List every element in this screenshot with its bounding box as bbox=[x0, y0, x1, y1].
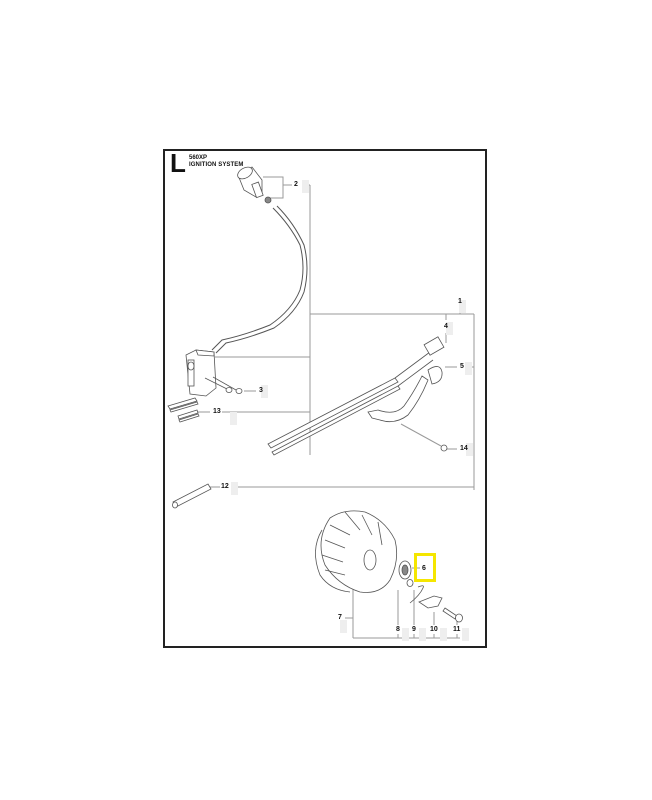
ignition-coil bbox=[185, 349, 217, 397]
callout-tab-11 bbox=[462, 628, 469, 641]
callout-tab-8 bbox=[402, 628, 409, 641]
diagram-title: IGNITION SYSTEM bbox=[189, 162, 244, 168]
callout-10[interactable]: 10 bbox=[430, 626, 438, 633]
callout-1[interactable]: 1 bbox=[458, 298, 462, 305]
callout-tab-1 bbox=[459, 300, 466, 313]
callout-8[interactable]: 8 bbox=[396, 626, 400, 633]
flywheel bbox=[315, 510, 398, 593]
callout-14[interactable]: 14 bbox=[460, 445, 468, 452]
callout-tab-3 bbox=[261, 385, 268, 398]
callout-11[interactable]: 11 bbox=[453, 626, 461, 633]
callout-3[interactable]: 3 bbox=[259, 387, 263, 394]
callout-tab-12 bbox=[231, 482, 238, 495]
callout-tab-2 bbox=[302, 180, 309, 193]
wiring-harness bbox=[267, 336, 445, 456]
callout-tab-5 bbox=[465, 362, 472, 375]
callout-5[interactable]: 5 bbox=[460, 363, 464, 370]
callout-9[interactable]: 9 bbox=[412, 626, 416, 633]
callout-13[interactable]: 13 bbox=[213, 408, 221, 415]
callout-tab-7 bbox=[340, 620, 347, 633]
spark-plug-cap bbox=[237, 166, 272, 204]
coil-screws bbox=[204, 376, 243, 394]
callout-4[interactable]: 4 bbox=[444, 323, 448, 330]
callout-tab-14 bbox=[466, 443, 473, 456]
callout-tab-4 bbox=[446, 322, 453, 335]
model-name: 560XP bbox=[189, 155, 208, 161]
callout-12[interactable]: 12 bbox=[221, 483, 229, 490]
callout-tab-9 bbox=[419, 628, 426, 641]
callout-2[interactable]: 2 bbox=[294, 181, 298, 188]
callout-tab-10 bbox=[440, 628, 447, 641]
callout-6[interactable]: 6 bbox=[422, 565, 426, 572]
highlight-box-part-6 bbox=[414, 553, 436, 582]
callout-7[interactable]: 7 bbox=[338, 614, 342, 621]
flywheel-nut bbox=[398, 560, 412, 580]
stop-switch-wire bbox=[367, 366, 443, 423]
callout-tab-13 bbox=[230, 412, 237, 425]
section-letter: L bbox=[170, 148, 186, 178]
